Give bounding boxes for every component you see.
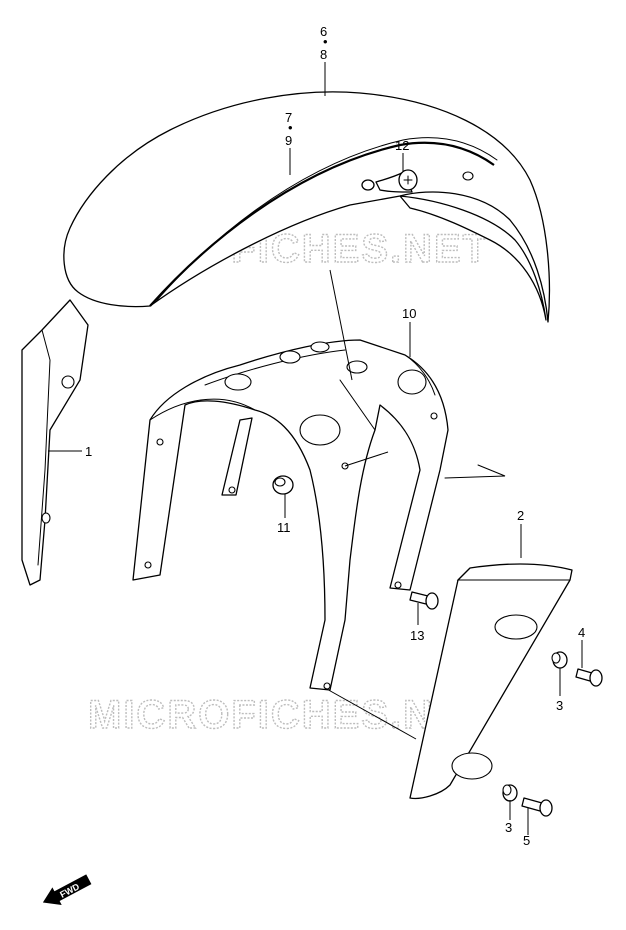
callout-3-upper: 3 — [556, 698, 563, 713]
collar-lower — [502, 784, 518, 802]
screw-5 — [521, 797, 553, 817]
callout-12: 12 — [395, 138, 409, 153]
callout-13: 13 — [410, 628, 424, 643]
callout-6: 6 — [320, 24, 327, 39]
collar-upper — [551, 651, 568, 669]
callouts: 6 • 8 7 • 9 12 10 1 11 2 13 4 3 3 5 — [85, 24, 585, 848]
callout-5: 5 — [523, 833, 530, 848]
callout-3-lower: 3 — [505, 820, 512, 835]
watermark-bottom: MICROFICHES.NET — [88, 693, 489, 737]
callout-4: 4 — [578, 625, 585, 640]
screw-4 — [575, 668, 603, 687]
callout-dot-7-9: • — [288, 120, 293, 135]
callout-9: 9 — [285, 133, 292, 148]
side-guard — [21, 299, 89, 586]
fwd-arrow-icon: FWD — [42, 874, 92, 905]
callout-dot-6-8: • — [323, 34, 328, 49]
callout-10: 10 — [402, 306, 416, 321]
front-fender — [63, 91, 551, 323]
leader-lines — [48, 62, 583, 835]
callout-2: 2 — [517, 508, 524, 523]
callout-1: 1 — [85, 444, 92, 459]
reflector-plate — [409, 563, 573, 800]
callout-7: 7 — [285, 110, 292, 125]
screw-13 — [409, 591, 439, 610]
screw-12 — [361, 169, 418, 193]
nut-11 — [272, 475, 294, 495]
callout-8: 8 — [320, 47, 327, 62]
fender-brace — [132, 339, 506, 691]
callout-11: 11 — [277, 520, 291, 535]
